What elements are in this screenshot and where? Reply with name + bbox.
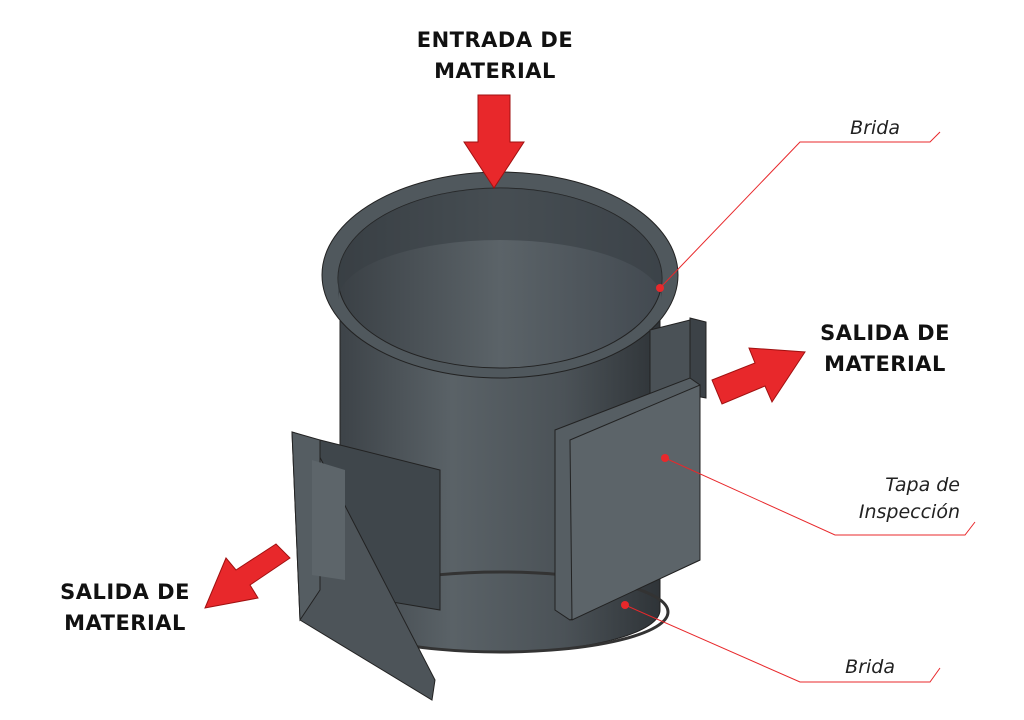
outlet-left-label-line1: SALIDA DE: [60, 580, 190, 604]
outlet-right-label-line1: SALIDA DE: [820, 321, 950, 345]
inlet-label: ENTRADA DE MATERIAL: [400, 25, 590, 87]
inspection-cover: [554, 377, 701, 621]
outlet-right-arrow: [711, 347, 806, 405]
leader-lines: [624, 131, 976, 683]
leader-dot: [661, 454, 669, 462]
leader-dot: [621, 601, 629, 609]
outlet-left-label-line2: MATERIAL: [64, 611, 186, 635]
callout-inspection-cover: Tapa de Inspección: [830, 472, 960, 526]
callout-inspection-line1: Tapa de: [885, 474, 960, 496]
top-flange: [321, 171, 679, 379]
inlet-label-line1: ENTRADA DE: [416, 28, 574, 52]
callout-flange-bottom: Brida: [845, 656, 895, 678]
right-outlet: [649, 317, 707, 401]
outlet-left-arrow: [204, 543, 291, 609]
outlet-left-label: SALIDA DE MATERIAL: [40, 577, 210, 639]
left-outlet: [291, 431, 441, 701]
leader-dot: [656, 284, 664, 292]
callout-inspection-line2: Inspección: [858, 501, 960, 523]
callout-flange-top: Brida: [850, 117, 900, 139]
outlet-right-label: SALIDA DE MATERIAL: [800, 318, 970, 380]
outlet-right-label-line2: MATERIAL: [824, 352, 946, 376]
inlet-label-line2: MATERIAL: [434, 59, 556, 83]
inlet-arrow: [463, 94, 525, 189]
